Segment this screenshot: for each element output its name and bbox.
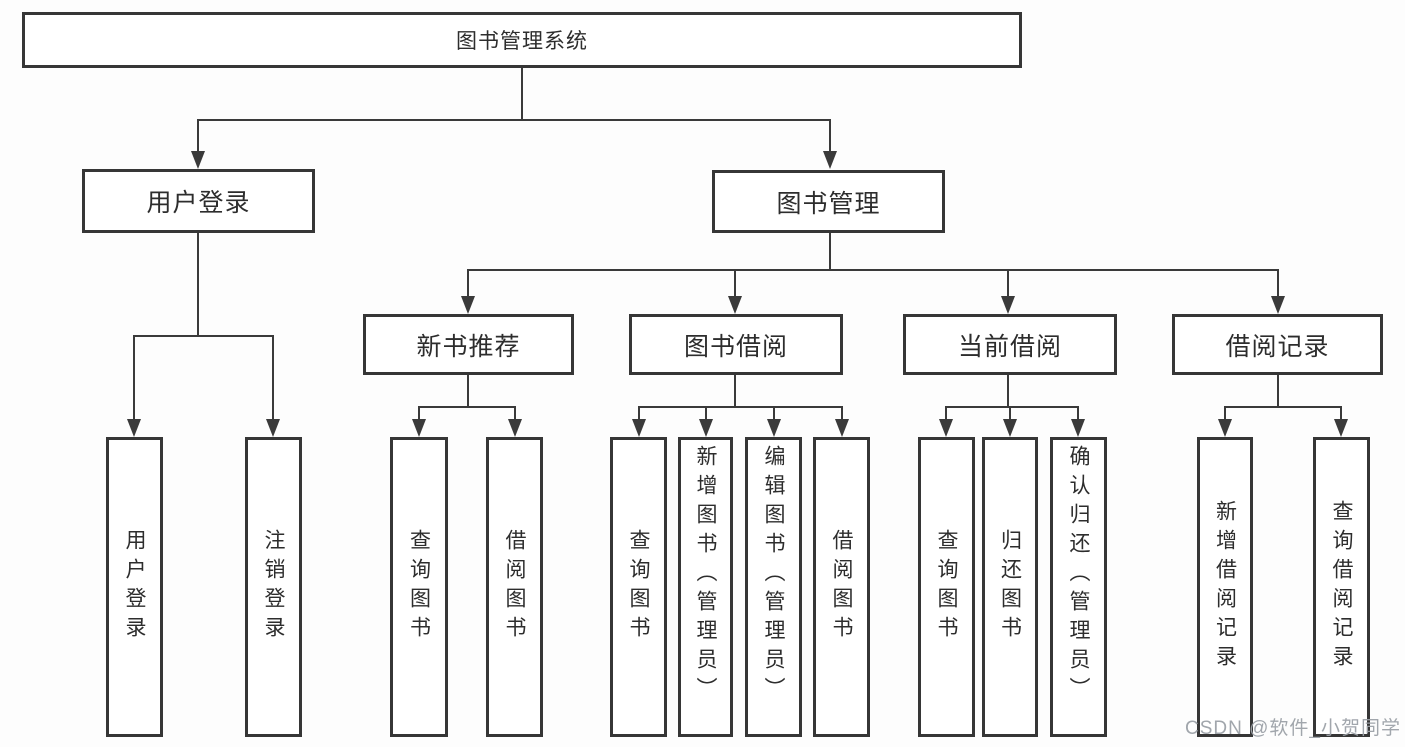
leaf-label: 编辑图书（管理员）: [762, 445, 785, 706]
connector-drop-leaf: [1340, 406, 1342, 419]
connector-drop-leaf: [418, 406, 420, 419]
arrowhead-down-icon: [1334, 419, 1348, 437]
arrowhead-down-icon: [699, 419, 713, 437]
connector-root-stem: [521, 68, 523, 121]
connector-drop-level3: [734, 269, 736, 296]
connector-newbook-stem: [467, 375, 469, 408]
connector-borrowing-stem: [734, 375, 736, 408]
connector-root-rail: [197, 119, 831, 121]
node-label: 用户登录: [146, 189, 251, 217]
leaf-query-books: 查询图书: [610, 437, 667, 737]
node-label: 当前借阅: [957, 332, 1062, 361]
node-label: 图书管理系统: [456, 30, 588, 53]
connector-userlogin-stem: [197, 233, 199, 337]
connector-drop-leaf: [638, 406, 640, 419]
connector-drop-leaf: [773, 406, 775, 419]
arrowhead-down-icon: [412, 419, 426, 437]
leaf-label: 确认归还（管理员）: [1067, 445, 1090, 706]
leaf-query-borrow-record: 查询借阅记录: [1313, 437, 1370, 737]
leaf-logout: 注销登录: [245, 437, 302, 737]
connector-drop-leaf: [514, 406, 516, 419]
arrowhead-down-icon: [508, 419, 522, 437]
leaf-label: 新增图书（管理员）: [694, 445, 717, 706]
connector-drop-leaf: [945, 406, 947, 419]
connector-drop-leaf: [841, 406, 843, 419]
connector-drop-level3: [1007, 269, 1009, 296]
connector-newbook-rail: [418, 406, 516, 408]
arrowhead-down-icon: [1218, 419, 1232, 437]
connector-records-rail: [1224, 406, 1342, 408]
leaf-label: 查询借阅记录: [1330, 500, 1353, 674]
arrowhead-down-icon: [728, 296, 742, 314]
leaf-label: 查询图书: [407, 529, 431, 645]
arrowhead-down-icon: [191, 151, 205, 169]
leaf-borrow-books: 借阅图书: [813, 437, 870, 737]
connector-bookmgmt-stem: [829, 233, 831, 271]
connector-bookmgmt-rail: [467, 269, 1279, 271]
arrowhead-down-icon: [461, 296, 475, 314]
node-root-library-system: 图书管理系统: [22, 12, 1022, 68]
connector-current-stem: [1007, 375, 1009, 408]
connector-drop-leaf: [1077, 406, 1079, 419]
arrowhead-down-icon: [1001, 296, 1015, 314]
connector-drop-book-management: [829, 119, 831, 153]
leaf-add-borrow-record: 新增借阅记录: [1197, 437, 1253, 737]
leaf-label: 用户登录: [123, 529, 146, 645]
connector-userlogin-rail: [133, 335, 274, 337]
leaf-query-books: 查询图书: [390, 437, 448, 737]
node-new-book-recommendation: 新书推荐: [363, 314, 574, 375]
node-book-management: 图书管理: [712, 170, 945, 233]
connector-borrowing-rail: [638, 406, 843, 408]
arrowhead-down-icon: [127, 419, 141, 437]
connector-records-stem: [1277, 375, 1279, 408]
connector-current-rail: [945, 406, 1079, 408]
leaf-edit-books-admin: 编辑图书（管理员）: [745, 437, 802, 737]
arrowhead-down-icon: [835, 419, 849, 437]
leaf-label: 归还图书: [998, 529, 1022, 645]
node-label: 借阅记录: [1225, 332, 1330, 361]
csdn-watermark: CSDN @软件_小贺同学: [1185, 718, 1401, 739]
leaf-label: 查询图书: [627, 529, 650, 645]
connector-drop-leaf: [1224, 406, 1226, 419]
connector-drop-leaf: [1009, 406, 1011, 419]
node-borrowing-records: 借阅记录: [1172, 314, 1383, 375]
node-user-login: 用户登录: [82, 169, 315, 233]
connector-drop-level3: [467, 269, 469, 296]
node-label: 图书管理: [776, 189, 881, 218]
arrowhead-down-icon: [1003, 419, 1017, 437]
leaf-return-books: 归还图书: [982, 437, 1038, 737]
leaf-user-login: 用户登录: [106, 437, 163, 737]
connector-drop-leaf: [705, 406, 707, 419]
connector-drop-level3: [1277, 269, 1279, 296]
leaf-label: 借阅图书: [830, 529, 853, 645]
leaf-label: 新增借阅记录: [1213, 500, 1237, 674]
arrowhead-down-icon: [1271, 296, 1285, 314]
node-current-borrowing: 当前借阅: [903, 314, 1117, 375]
connector-drop-user-login: [197, 119, 199, 153]
arrowhead-down-icon: [767, 419, 781, 437]
leaf-query-books: 查询图书: [918, 437, 975, 737]
connector-drop-leaf: [272, 335, 274, 419]
connector-drop-leaf: [133, 335, 135, 419]
leaf-label: 注销登录: [262, 529, 285, 645]
arrowhead-down-icon: [266, 419, 280, 437]
node-book-borrowing: 图书借阅: [629, 314, 843, 375]
leaf-label: 查询图书: [935, 529, 958, 645]
leaf-add-books-admin: 新增图书（管理员）: [678, 437, 733, 737]
arrowhead-down-icon: [939, 419, 953, 437]
arrowhead-down-icon: [823, 151, 837, 169]
leaf-confirm-return-admin: 确认归还（管理员）: [1050, 437, 1107, 737]
arrowhead-down-icon: [1071, 419, 1085, 437]
node-label: 图书借阅: [683, 332, 788, 361]
leaf-label: 借阅图书: [503, 529, 526, 645]
arrowhead-down-icon: [632, 419, 646, 437]
node-label: 新书推荐: [416, 332, 521, 361]
leaf-borrow-books: 借阅图书: [486, 437, 543, 737]
